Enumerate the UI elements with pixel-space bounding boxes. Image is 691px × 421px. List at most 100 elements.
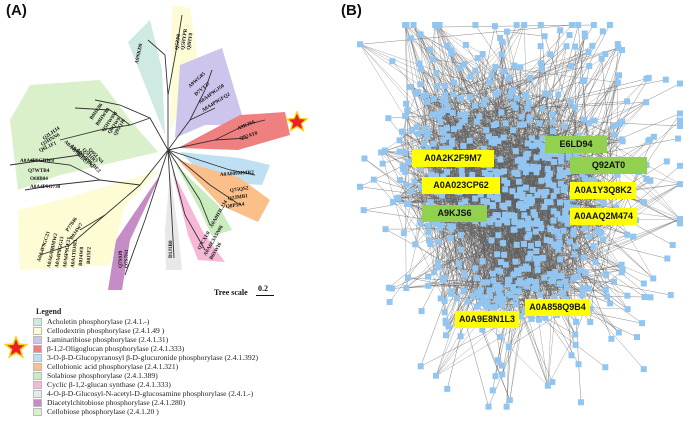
network-node [473, 303, 480, 310]
network-node [537, 22, 544, 28]
legend-swatch [33, 371, 42, 380]
network-node [449, 109, 456, 116]
network-node [618, 269, 625, 276]
network-node [402, 112, 409, 119]
network-node [537, 189, 544, 196]
network-node [547, 51, 554, 58]
network-node [599, 236, 606, 243]
legend-swatch [33, 344, 42, 353]
network-node [529, 163, 536, 170]
network-node [509, 188, 516, 195]
network-node [448, 47, 455, 54]
network-node [677, 110, 683, 117]
network-node [360, 207, 367, 214]
network-node [486, 287, 493, 294]
network-node [535, 316, 542, 323]
network-node [433, 69, 440, 76]
network-node [501, 251, 508, 258]
clade-glcnac [165, 172, 182, 270]
network-node [430, 95, 437, 102]
network-node [615, 45, 622, 52]
network-node [533, 154, 540, 161]
network-node [444, 106, 451, 113]
network-node [618, 136, 625, 143]
tree-branches [9, 14, 266, 276]
network-node [425, 222, 432, 229]
network-node [606, 22, 613, 28]
network-node [419, 93, 426, 100]
network-node [549, 118, 556, 125]
network-node [538, 142, 545, 149]
network-node [389, 198, 396, 205]
network-edge [571, 231, 574, 304]
network-node [518, 113, 525, 120]
protein-label-a0a023cp62: A0A023CP62 [422, 177, 500, 194]
network-node [550, 182, 557, 189]
network-node [517, 186, 524, 193]
network-node [449, 141, 456, 148]
network-node [664, 255, 671, 262]
network-node [485, 133, 492, 140]
phylogenetic-tree: A9NKD9 Q5ZP8 Q5HYPR Q8HY8 A9WG85 D7VT37 … [9, 5, 309, 290]
network-node [439, 96, 446, 103]
network-node [488, 304, 495, 311]
legend-swatch [33, 317, 42, 326]
network-node [570, 228, 577, 235]
network-node [418, 308, 425, 315]
leaf-label: Q8HY8 [186, 32, 194, 50]
network-node [479, 326, 486, 333]
network-node [539, 147, 546, 154]
network-node [595, 227, 602, 234]
network-node [552, 151, 559, 158]
network-node [444, 133, 451, 140]
network-edge [421, 234, 461, 312]
network-node [437, 119, 444, 126]
network-node [521, 212, 528, 219]
network-node [474, 289, 481, 296]
network-node [494, 196, 501, 203]
network-node [520, 205, 527, 212]
network-node [405, 158, 412, 165]
network-node [447, 234, 454, 241]
network-node [489, 202, 496, 209]
network-node [590, 22, 597, 28]
network-node [591, 117, 598, 124]
legend-swatch [33, 380, 42, 389]
network-node [647, 294, 654, 301]
network-node [539, 135, 546, 142]
network-node [554, 242, 561, 249]
network-node [547, 237, 554, 244]
network-node [541, 192, 548, 199]
network-node [537, 221, 544, 228]
network-node [378, 149, 385, 156]
network-node [506, 276, 513, 283]
clade-solabiose [176, 165, 232, 236]
network-node [507, 292, 514, 299]
network-edge [410, 86, 566, 140]
network-node [500, 68, 507, 75]
network-node [589, 42, 596, 49]
network-node [560, 227, 567, 234]
network-node [505, 200, 512, 207]
network-edge [552, 36, 586, 151]
network-node [550, 192, 557, 199]
network-node [558, 158, 565, 165]
network-node [501, 204, 508, 211]
network-node [497, 156, 504, 163]
network-node [403, 284, 410, 291]
network-node [400, 230, 407, 237]
network-edge [517, 160, 673, 246]
network-node [547, 199, 554, 206]
network-edge [405, 103, 499, 289]
network-node [534, 260, 541, 267]
network-node [495, 267, 502, 274]
legend-star-icon [4, 336, 28, 359]
network-node [640, 199, 647, 206]
network-node [403, 100, 410, 107]
network-node [590, 177, 597, 184]
network-node [418, 65, 425, 72]
network-node [451, 79, 458, 86]
network-edge [359, 44, 485, 101]
network-edge [559, 236, 628, 296]
network-node [510, 127, 517, 134]
